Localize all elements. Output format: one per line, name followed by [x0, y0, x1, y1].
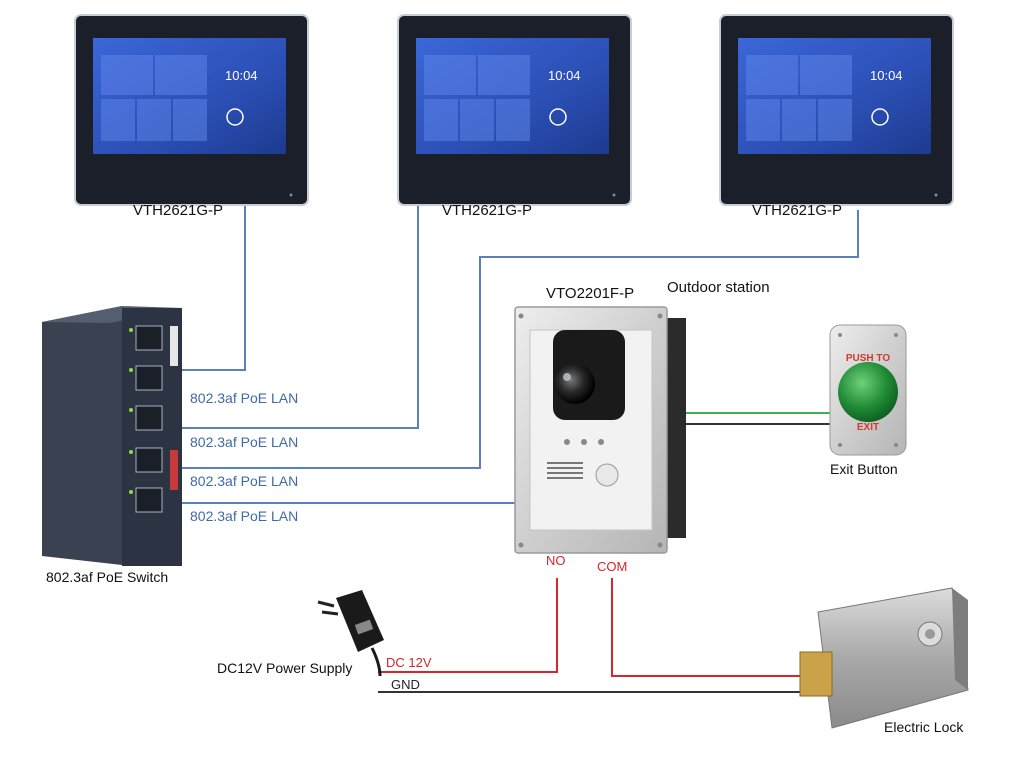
- call-button: [595, 463, 619, 487]
- monitor-time: 10:04: [870, 68, 903, 83]
- dc-12v-label: DC 12V: [386, 655, 432, 670]
- speaker-grille: [547, 462, 583, 479]
- electric-lock-label: Electric Lock: [884, 719, 964, 735]
- no-terminal-label: NO: [546, 553, 566, 568]
- no-wire: [378, 578, 558, 673]
- camera-lens: [555, 364, 595, 404]
- com-terminal-label: COM: [597, 559, 628, 574]
- switch-ports: [135, 325, 163, 513]
- lan-cable-1: [160, 205, 246, 371]
- monitor-2-label: VTH2621G-P: [442, 202, 533, 219]
- com-wire: [611, 578, 808, 677]
- switch-leds: [129, 328, 133, 494]
- outdoor-station-model: VTO2201F-P: [546, 285, 635, 302]
- poe-lan-label-4: 802.3af PoE LAN: [190, 508, 299, 524]
- switch-label: 802.3af PoE Switch: [46, 569, 169, 585]
- indoor-monitor-2: 10:04: [397, 14, 632, 206]
- exit-button-label: Exit Button: [830, 461, 898, 477]
- outdoor-station-caption: Outdoor station: [667, 279, 770, 296]
- monitor-time: 10:04: [225, 68, 258, 83]
- electric-lock-device: [799, 587, 969, 729]
- exit-button-device: PUSH TO EXIT: [829, 324, 907, 456]
- lan-cables: [160, 195, 859, 504]
- monitor-1-label: VTH2621G-P: [133, 202, 224, 219]
- power-supply-label: DC12V Power Supply: [217, 660, 353, 676]
- poe-lan-label-1: 802.3af PoE LAN: [190, 390, 299, 406]
- push-to-text: PUSH TO: [846, 353, 890, 364]
- outdoor-station: [514, 306, 686, 554]
- lan-cable-3: [160, 210, 859, 469]
- power-supply-adapter: [317, 590, 384, 677]
- gnd-label: GND: [391, 677, 420, 692]
- monitor-3-label: VTH2621G-P: [752, 202, 843, 219]
- monitor-time: 10:04: [548, 68, 581, 83]
- poe-lan-label-2: 802.3af PoE LAN: [190, 434, 299, 450]
- indoor-monitor-3: 10:04: [719, 14, 954, 206]
- exit-text: EXIT: [857, 422, 879, 433]
- exit-button-wires: [685, 412, 833, 425]
- poe-lan-label-3: 802.3af PoE LAN: [190, 473, 299, 489]
- poe-switch: [42, 306, 182, 566]
- lan-cable-2: [160, 195, 419, 429]
- indoor-monitor-1: 10:04: [74, 14, 309, 206]
- power-wires: [378, 578, 808, 693]
